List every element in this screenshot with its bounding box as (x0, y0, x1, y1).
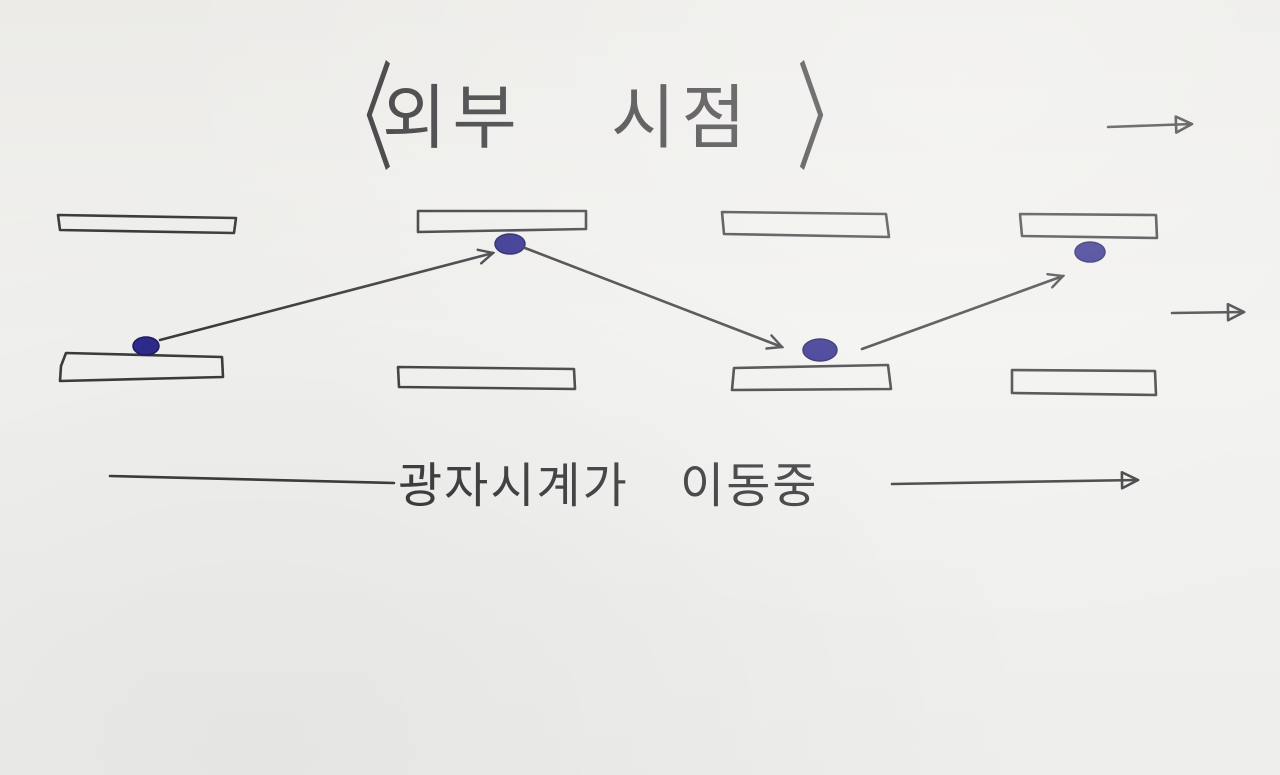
motion-arrow-middle (1170, 302, 1246, 322)
clock-3 (720, 210, 893, 392)
clock-1-photon (132, 336, 160, 356)
clock-4-bottom-mirror (1010, 368, 1158, 397)
clock-1-bottom-mirror (58, 351, 225, 383)
clock-2-bottom-mirror (396, 365, 577, 391)
clock-1-top-mirror (56, 213, 238, 235)
heading-open-bracket: 〈 (328, 50, 394, 188)
clock-4-photon (1074, 241, 1106, 263)
heading-title: 외부 시점 (382, 77, 752, 159)
caption-line-left (108, 474, 396, 485)
photon-path-segment-3 (860, 276, 1063, 351)
clock-1 (56, 213, 238, 383)
heading-close-bracket: 〉 (796, 50, 862, 188)
caption-label: 광자시계가 이동중 (398, 458, 819, 514)
clock-4 (1010, 212, 1159, 397)
caption-arrow-right (890, 470, 1140, 490)
clock-3-bottom-mirror (730, 363, 893, 392)
clock-4-top-mirror (1018, 212, 1159, 240)
clock-3-photon (802, 338, 838, 362)
clock-3-top-mirror (720, 210, 891, 239)
motion-arrow-top (1106, 115, 1194, 134)
diagram-heading: 〈 외부 시점 〉 (310, 50, 862, 190)
photon-path-segment-1 (158, 253, 493, 342)
clock-2 (396, 209, 588, 391)
clock-2-top-mirror (416, 209, 588, 234)
clock-2-photon (494, 233, 526, 255)
photon-path-segment-2 (523, 246, 782, 347)
